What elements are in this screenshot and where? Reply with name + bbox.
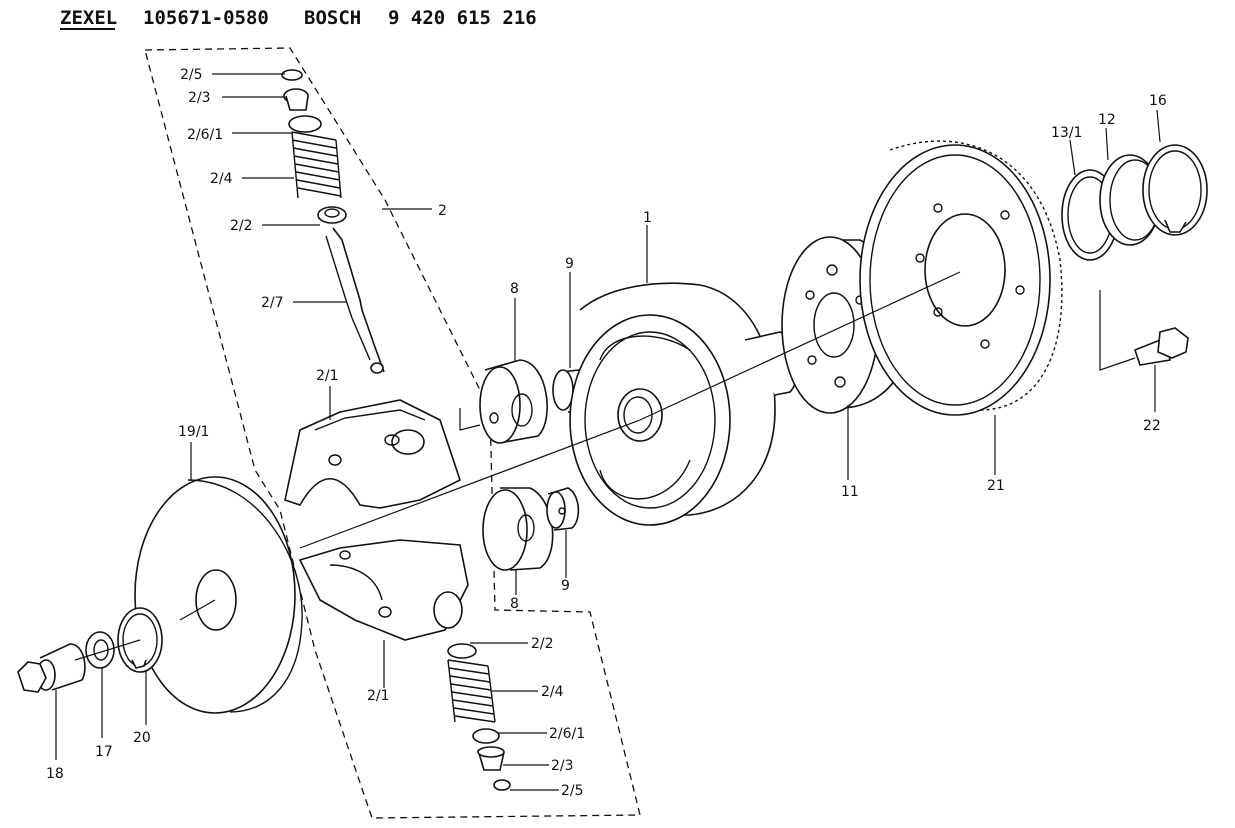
assembly-2-boundary (144, 47, 641, 819)
label-2-2-top: 2/2 (230, 218, 253, 234)
label-8-top: 8 (510, 281, 519, 297)
bottom-valve-stack (447, 643, 511, 791)
label-2: 2 (438, 203, 447, 219)
label-2-2-bottom: 2/2 (531, 636, 554, 652)
label-2-6-1-top: 2/6/1 (187, 127, 223, 143)
snap-ring-16 (1142, 144, 1208, 236)
label-2-1-bottom: 2/1 (367, 688, 390, 704)
label-2-4-top: 2/4 (210, 171, 233, 187)
label-2-5-top: 2/5 (180, 67, 203, 83)
washer-17 (85, 631, 115, 669)
label-19-1: 19/1 (178, 424, 209, 440)
label-2-5-bottom: 2/5 (561, 783, 584, 799)
bushing-8-lower (482, 487, 554, 571)
label-2-1-top: 2/1 (316, 368, 339, 384)
flyweight-2-1-upper (284, 399, 461, 509)
label-18: 18 (46, 766, 64, 782)
hub-1 (569, 282, 799, 526)
flyweight-2-1-lower (298, 539, 469, 641)
pin-9-lower (546, 487, 580, 531)
header-part-number-zexel: 105671-0580 (143, 7, 269, 29)
top-valve-stack (281, 69, 385, 374)
label-9-bottom: 9 (561, 578, 570, 594)
bushing-8-upper (479, 359, 548, 444)
screw-22 (1134, 327, 1189, 366)
label-1: 1 (643, 210, 652, 226)
label-20: 20 (133, 730, 151, 746)
disc-19-1 (134, 476, 303, 714)
bolt-18 (17, 643, 86, 693)
label-22: 22 (1143, 418, 1161, 434)
label-2-6-1-bottom: 2/6/1 (549, 726, 585, 742)
label-17: 17 (95, 744, 113, 760)
label-9-top: 9 (565, 256, 574, 272)
label-2-7: 2/7 (261, 295, 284, 311)
label-13-1: 13/1 (1051, 125, 1082, 141)
gear-21 (859, 140, 1063, 416)
label-2-3-top: 2/3 (188, 90, 211, 106)
label-2-4-bottom: 2/4 (541, 684, 564, 700)
leader-lines (55, 73, 1161, 791)
header-brand-zexel: ZEXEL (60, 7, 117, 29)
header-brand-bosch: BOSCH (304, 7, 361, 29)
label-12: 12 (1098, 112, 1116, 128)
label-8-bottom: 8 (510, 596, 519, 612)
label-21: 21 (987, 478, 1005, 494)
label-2-3-bottom: 2/3 (551, 758, 574, 774)
label-11: 11 (841, 484, 859, 500)
header-part-number-bosch: 9 420 615 216 (388, 7, 537, 29)
label-16: 16 (1149, 93, 1167, 109)
